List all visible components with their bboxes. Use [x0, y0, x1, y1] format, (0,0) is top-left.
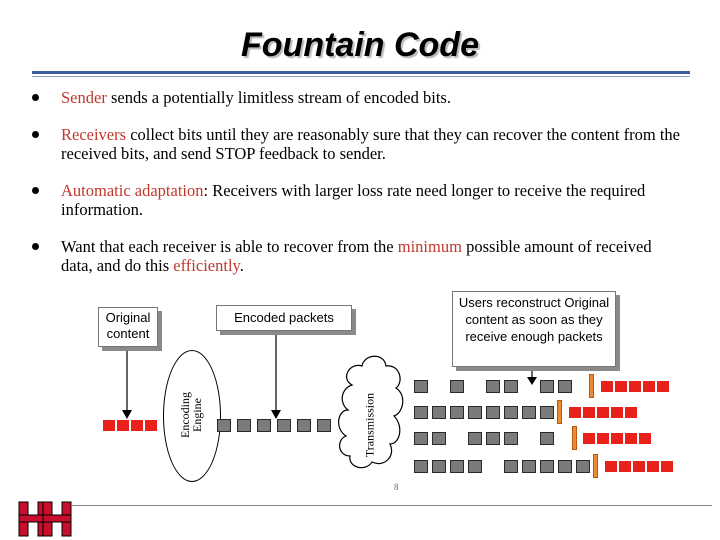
bullet-receivers: Receivers collect bits until they are re… [32, 125, 682, 163]
bullet-adaptation: Automatic adaptation: Receivers with lar… [32, 181, 682, 219]
received-packet [450, 460, 464, 473]
decoded-packet [600, 380, 614, 393]
encoded-packet [237, 419, 251, 432]
page-number: 8 [394, 482, 399, 492]
threshold-marker [589, 374, 594, 398]
bullet-receivers-text: collect bits until they are reasonably s… [61, 125, 680, 163]
bullet-efficiency-keyword-efficiently: efficiently [173, 256, 240, 275]
bullet-efficiency-pre: Want that each receiver is able to recov… [61, 237, 398, 256]
decoded-packet [642, 380, 656, 393]
received-packet [540, 460, 554, 473]
users-reconstruct-box: Users reconstruct Original content as so… [452, 291, 616, 367]
encoded-packets-box: Encoded packets [216, 305, 352, 331]
title-rule-thin [32, 76, 690, 77]
bullet-efficiency-keyword-minimum: minimum [397, 237, 462, 256]
received-packet [522, 460, 536, 473]
decoded-packet [596, 432, 610, 445]
encoded-packet [297, 419, 311, 432]
encoded-packet [257, 419, 271, 432]
received-packet [522, 406, 536, 419]
bullet-sender-keyword: Sender [61, 88, 107, 107]
received-packet [432, 406, 446, 419]
decoded-packet [614, 380, 628, 393]
bullet-efficiency: Want that each receiver is able to recov… [32, 237, 682, 275]
decoded-packet [582, 406, 596, 419]
received-packet [504, 380, 518, 393]
received-packet [558, 380, 572, 393]
received-packet [540, 432, 554, 445]
encoded-packet [277, 419, 291, 432]
received-packet [486, 406, 500, 419]
decoded-packet [632, 460, 646, 473]
decoded-packet [638, 432, 652, 445]
decoded-packet [646, 460, 660, 473]
bullet-sender: Sender sends a potentially limitless str… [32, 88, 682, 107]
encoded-packet [317, 419, 331, 432]
transmission-label: Transmission [362, 392, 377, 458]
received-packet [414, 460, 428, 473]
bullet-dot-icon [32, 187, 39, 194]
decoded-packet [568, 406, 582, 419]
received-packet [504, 432, 518, 445]
title-rule [32, 71, 690, 74]
bullet-dot-icon [32, 94, 39, 101]
received-packet [468, 432, 482, 445]
decoded-packet [610, 432, 624, 445]
decoded-packet [660, 460, 674, 473]
received-packet [414, 432, 428, 445]
received-packet [414, 406, 428, 419]
decoded-packet [610, 406, 624, 419]
received-packet [504, 460, 518, 473]
decoded-packet [582, 432, 596, 445]
bullet-sender-text: sends a potentially limitless stream of … [106, 88, 451, 107]
bullet-efficiency-post: . [239, 256, 244, 275]
received-packet [486, 432, 500, 445]
received-packet [450, 406, 464, 419]
received-packet [558, 460, 572, 473]
threshold-marker [557, 400, 562, 424]
threshold-marker [572, 426, 577, 450]
received-packet [540, 406, 554, 419]
decoded-packet [656, 380, 670, 393]
received-packet [468, 406, 482, 419]
received-packet [504, 406, 518, 419]
decoded-packet [624, 432, 638, 445]
bullet-efficiency-mid: possible amount of received data, and do… [61, 237, 652, 275]
bullet-list: Sender sends a potentially limitless str… [32, 88, 682, 275]
original-packet [144, 419, 158, 432]
received-packet [540, 380, 554, 393]
encoding-engine-label: Encoding Engine [178, 392, 204, 438]
bullet-dot-icon [32, 131, 39, 138]
decoded-packet [604, 460, 618, 473]
footer-rule [72, 505, 712, 506]
slide-title: Fountain Code [241, 26, 479, 64]
decoded-packet [628, 380, 642, 393]
received-packet [576, 460, 590, 473]
received-packet [432, 460, 446, 473]
bullet-adaptation-text: : Receivers with larger loss rate need l… [61, 181, 646, 219]
received-packet [450, 380, 464, 393]
decoded-packet [624, 406, 638, 419]
bullet-dot-icon [32, 243, 39, 250]
original-packet [102, 419, 116, 432]
decoded-packet [596, 406, 610, 419]
bullet-adaptation-keyword: Automatic adaptation [61, 181, 204, 200]
encoding-engine-shape [163, 350, 221, 482]
original-content-box: Original content [98, 307, 158, 347]
received-packet [432, 432, 446, 445]
decoded-packet [618, 460, 632, 473]
received-packet [468, 460, 482, 473]
bullet-receivers-keyword: Receivers [61, 125, 127, 144]
original-packet [116, 419, 130, 432]
threshold-marker [593, 454, 598, 478]
original-packet [130, 419, 144, 432]
encoded-packet [217, 419, 231, 432]
university-logo-icon [18, 501, 72, 537]
transmission-cloud-icon [338, 355, 404, 469]
received-packet [486, 380, 500, 393]
received-packet [414, 380, 428, 393]
